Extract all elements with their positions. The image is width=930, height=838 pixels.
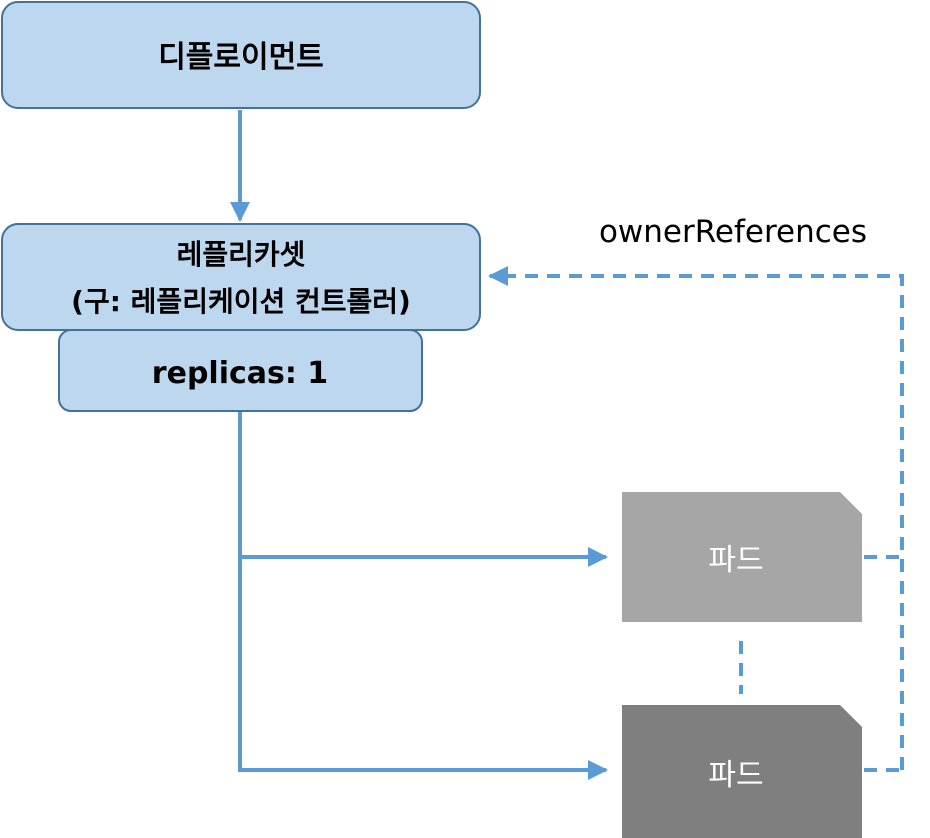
replicas-box-shape [58, 329, 423, 412]
owner-references-connector [488, 266, 904, 772]
owner-references-dashed-line [488, 266, 904, 770]
replicaset-trunk-line [238, 412, 608, 780]
deployment-box-shape [1, 1, 481, 109]
pod-2-label: 파드 [708, 758, 763, 793]
replicaset-subtitle: (구: 레플리케이션 컨트롤러) [71, 285, 411, 318]
pod-1-shape [622, 492, 862, 622]
deployment-label: 디플로이먼트 [158, 40, 324, 75]
deployment-box: 디플로이먼트 [1, 1, 481, 109]
pod-1: 파드 [622, 492, 862, 622]
replicas-box: replicas: 1 [58, 329, 423, 412]
replicaset-title: 레플리카셋 [177, 238, 306, 271]
pod-2: 파드 [622, 705, 862, 838]
replicaset-to-pods-connector [238, 412, 608, 780]
owner-references-label: ownerReferences [599, 214, 867, 250]
pod-1-label: 파드 [708, 543, 763, 578]
pod-2-shape [622, 705, 862, 838]
replicas-label: replicas: 1 [152, 356, 328, 391]
replicaset-box: 레플리카셋 (구: 레플리케이션 컨트롤러) [1, 223, 481, 331]
